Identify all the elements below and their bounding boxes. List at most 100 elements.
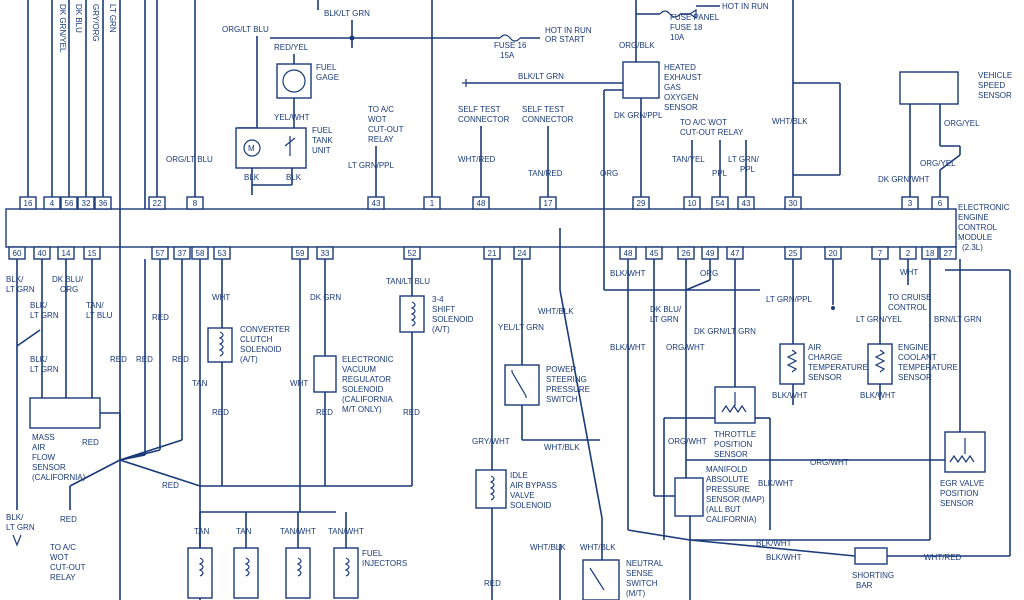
svg-text:FUSE 18: FUSE 18 bbox=[670, 23, 703, 32]
self-test-connector-1: SELF TEST CONNECTOR bbox=[458, 105, 510, 124]
fuse-panel-label: FUSE PANEL FUSE 18 10A bbox=[670, 13, 720, 42]
top-pins-number: 43 bbox=[372, 199, 381, 208]
svg-text:PPL: PPL bbox=[740, 165, 756, 174]
svg-text:BLK: BLK bbox=[286, 173, 302, 182]
svg-text:IDLE: IDLE bbox=[510, 471, 528, 480]
svg-text:VACUUM: VACUUM bbox=[342, 365, 376, 374]
svg-text:CONNECTOR: CONNECTOR bbox=[458, 115, 510, 124]
svg-text:ORG/WHT: ORG/WHT bbox=[668, 437, 707, 446]
svg-text:(M/T): (M/T) bbox=[626, 589, 645, 598]
mass-air-flow-sensor-label: MASS AIR FLOW SENSOR (CALIFORNIA) bbox=[32, 433, 86, 482]
svg-text:(CALIFORNIA: (CALIFORNIA bbox=[342, 395, 393, 404]
svg-text:ORG/YEL: ORG/YEL bbox=[944, 119, 980, 128]
svg-text:FUEL: FUEL bbox=[362, 549, 383, 558]
svg-text:DK GRN/PPL: DK GRN/PPL bbox=[614, 111, 663, 120]
svg-text:RED: RED bbox=[316, 408, 333, 417]
svg-text:CALIFORNIA): CALIFORNIA) bbox=[706, 515, 757, 524]
svg-text:TEMPERATURE: TEMPERATURE bbox=[898, 363, 958, 372]
svg-text:POSITION: POSITION bbox=[940, 489, 978, 498]
oxygen-sensor bbox=[622, 61, 660, 99]
top-pins-number: 1 bbox=[430, 199, 435, 208]
svg-text:SENSOR (MAP): SENSOR (MAP) bbox=[706, 495, 765, 504]
svg-text:TEMPERATURE: TEMPERATURE bbox=[808, 363, 868, 372]
svg-text:(ALL BUT: (ALL BUT bbox=[706, 505, 741, 514]
mass-air-flow-sensor bbox=[29, 397, 101, 429]
svg-text:RELAY: RELAY bbox=[368, 135, 394, 144]
svg-text:TO A/C: TO A/C bbox=[368, 105, 394, 114]
top-pins-number: 29 bbox=[637, 199, 646, 208]
converter-clutch-label: CONVERTER CLUTCH SOLENOID (A/T) bbox=[240, 325, 290, 364]
svg-text:OXYGEN: OXYGEN bbox=[664, 93, 698, 102]
svg-text:REGULATOR: REGULATOR bbox=[342, 375, 391, 384]
svg-text:UNIT: UNIT bbox=[312, 146, 331, 155]
svg-text:LT GRN: LT GRN bbox=[650, 315, 679, 324]
evr-solenoid bbox=[313, 355, 337, 393]
svg-text:LT GRN: LT GRN bbox=[6, 523, 35, 532]
top-pins-number: 4 bbox=[50, 199, 55, 208]
svg-text:SELF TEST: SELF TEST bbox=[458, 105, 501, 114]
svg-text:(2.3L): (2.3L) bbox=[962, 243, 983, 252]
top-pins-number: 16 bbox=[24, 199, 33, 208]
vehicle-speed-sensor-label: VEHICLE SPEED SENSOR bbox=[978, 71, 1012, 100]
svg-text:(CALIFORNIA): (CALIFORNIA) bbox=[32, 473, 86, 482]
svg-text:MASS: MASS bbox=[32, 433, 55, 442]
svg-text:(A/T): (A/T) bbox=[432, 325, 450, 334]
bottom-pins-number: 7 bbox=[878, 249, 883, 258]
svg-text:BLK/WHT: BLK/WHT bbox=[610, 269, 646, 278]
svg-text:RED: RED bbox=[152, 313, 169, 322]
svg-text:WOT: WOT bbox=[368, 115, 387, 124]
svg-text:RED: RED bbox=[162, 481, 179, 490]
svg-text:LT GRN/YEL: LT GRN/YEL bbox=[856, 315, 902, 324]
svg-text:WHT: WHT bbox=[290, 379, 308, 388]
svg-text:NEUTRAL: NEUTRAL bbox=[626, 559, 664, 568]
svg-text:HOT IN RUN: HOT IN RUN bbox=[722, 2, 769, 11]
svg-text:SOLENOID: SOLENOID bbox=[510, 501, 552, 510]
svg-text:ELECTRONIC: ELECTRONIC bbox=[342, 355, 394, 364]
svg-text:BLK/: BLK/ bbox=[6, 513, 24, 522]
svg-text:ORG: ORG bbox=[600, 169, 618, 178]
ecm-module bbox=[5, 208, 957, 248]
svg-text:GAGE: GAGE bbox=[316, 73, 339, 82]
bottom-pins-number: 49 bbox=[706, 249, 715, 258]
svg-text:BLK/LT GRN: BLK/LT GRN bbox=[518, 72, 564, 81]
map-sensor-label: MANIFOLD ABSOLUTE PRESSURE SENSOR (MAP) … bbox=[706, 465, 765, 524]
svg-text:LT GRN: LT GRN bbox=[108, 4, 117, 33]
svg-text:AIR: AIR bbox=[808, 343, 822, 352]
svg-text:BLK/LT GRN: BLK/LT GRN bbox=[324, 9, 370, 18]
svg-text:ORG/YEL: ORG/YEL bbox=[920, 159, 956, 168]
evr-solenoid-label: ELECTRONIC VACUUM REGULATOR SOLENOID (CA… bbox=[342, 355, 394, 414]
top-pins-number: 32 bbox=[82, 199, 91, 208]
svg-text:CUT-OUT RELAY: CUT-OUT RELAY bbox=[680, 128, 744, 137]
svg-text:FUSE PANEL: FUSE PANEL bbox=[670, 13, 720, 22]
idle-air-bypass-solenoid bbox=[475, 469, 507, 509]
ac-relay-label-2: TO A/C WOT CUT-OUT RELAY bbox=[680, 118, 744, 137]
top-pins-number: 22 bbox=[153, 199, 162, 208]
svg-text:EGR VALVE: EGR VALVE bbox=[940, 479, 984, 488]
svg-text:WHT: WHT bbox=[212, 293, 230, 302]
svg-text:HEATED: HEATED bbox=[664, 63, 696, 72]
top-pins-number: 10 bbox=[688, 199, 697, 208]
svg-text:CHARGE: CHARGE bbox=[808, 353, 842, 362]
svg-text:LT GRN: LT GRN bbox=[30, 311, 59, 320]
svg-text:CLUTCH: CLUTCH bbox=[240, 335, 273, 344]
svg-text:15A: 15A bbox=[500, 51, 515, 60]
svg-text:RED: RED bbox=[110, 355, 127, 364]
svg-text:PRESSURE: PRESSURE bbox=[706, 485, 750, 494]
power-steering-switch-label: POWER STEERING PRESSURE SWITCH bbox=[546, 365, 590, 404]
top-left-wires: DK GRN/YEL DK BLU GRY/ORG LT GRN bbox=[27, 0, 117, 197]
svg-text:COOLANT: COOLANT bbox=[898, 353, 937, 362]
svg-text:TAN: TAN bbox=[192, 379, 208, 388]
svg-text:RED: RED bbox=[484, 579, 501, 588]
fuel-gage-label: FUEL GAGE bbox=[316, 63, 339, 82]
svg-text:STEERING: STEERING bbox=[546, 375, 587, 384]
svg-text:LT GRN/: LT GRN/ bbox=[728, 155, 760, 164]
svg-text:BRN/LT GRN: BRN/LT GRN bbox=[934, 315, 982, 324]
svg-text:AIR: AIR bbox=[32, 443, 46, 452]
top-pins-number: 6 bbox=[938, 199, 943, 208]
svg-text:LT GRN/PPL: LT GRN/PPL bbox=[348, 161, 394, 170]
top-pins-number: 8 bbox=[193, 199, 198, 208]
svg-text:BLK/WHT: BLK/WHT bbox=[772, 391, 808, 400]
svg-text:FUSE 16: FUSE 16 bbox=[494, 41, 527, 50]
vehicle-speed-sensor bbox=[899, 71, 959, 105]
